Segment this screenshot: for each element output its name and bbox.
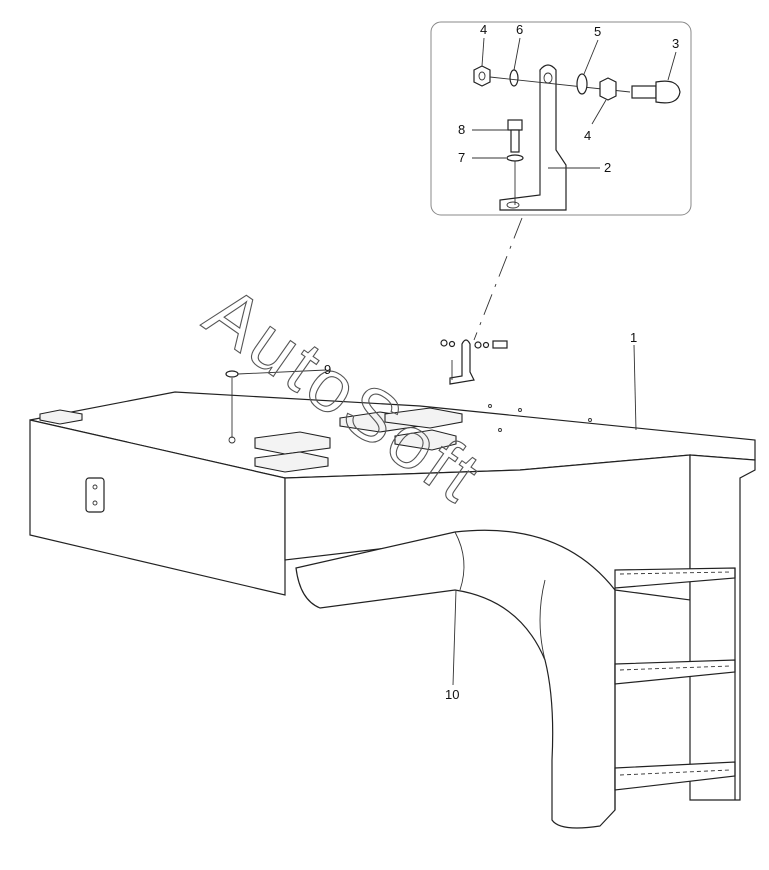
- callout-9: 9: [324, 362, 331, 377]
- callout-8: 8: [458, 122, 465, 137]
- callout-5: 5: [594, 24, 601, 39]
- bracket-part: [499, 64, 567, 211]
- washer-part-9: [225, 370, 239, 378]
- bolt-part: [507, 119, 523, 153]
- callout-3: 3: [672, 36, 679, 51]
- mounted-bracket: [440, 339, 508, 385]
- main-fender-assembly: [29, 339, 756, 829]
- callout-6: 6: [516, 22, 523, 37]
- latch: [85, 477, 105, 513]
- washer-part-7: [506, 154, 524, 162]
- washer-part: [509, 69, 519, 87]
- callout-2: 2: [604, 160, 611, 175]
- nut-part: [473, 65, 491, 87]
- callout-1: 1: [630, 330, 637, 345]
- callout-7: 7: [458, 150, 465, 165]
- fender-part: [295, 529, 616, 829]
- washer-part-5: [576, 73, 588, 95]
- connector-line: [473, 217, 523, 341]
- callout-4-top: 4: [480, 22, 487, 37]
- callout-10: 10: [445, 687, 459, 702]
- nut-part-right: [599, 77, 617, 101]
- callout-4-bottom: 4: [584, 128, 591, 143]
- knob-bolt-part: [631, 80, 681, 104]
- detail-inset: 4 6 5 3 4 8 7 2: [430, 21, 692, 216]
